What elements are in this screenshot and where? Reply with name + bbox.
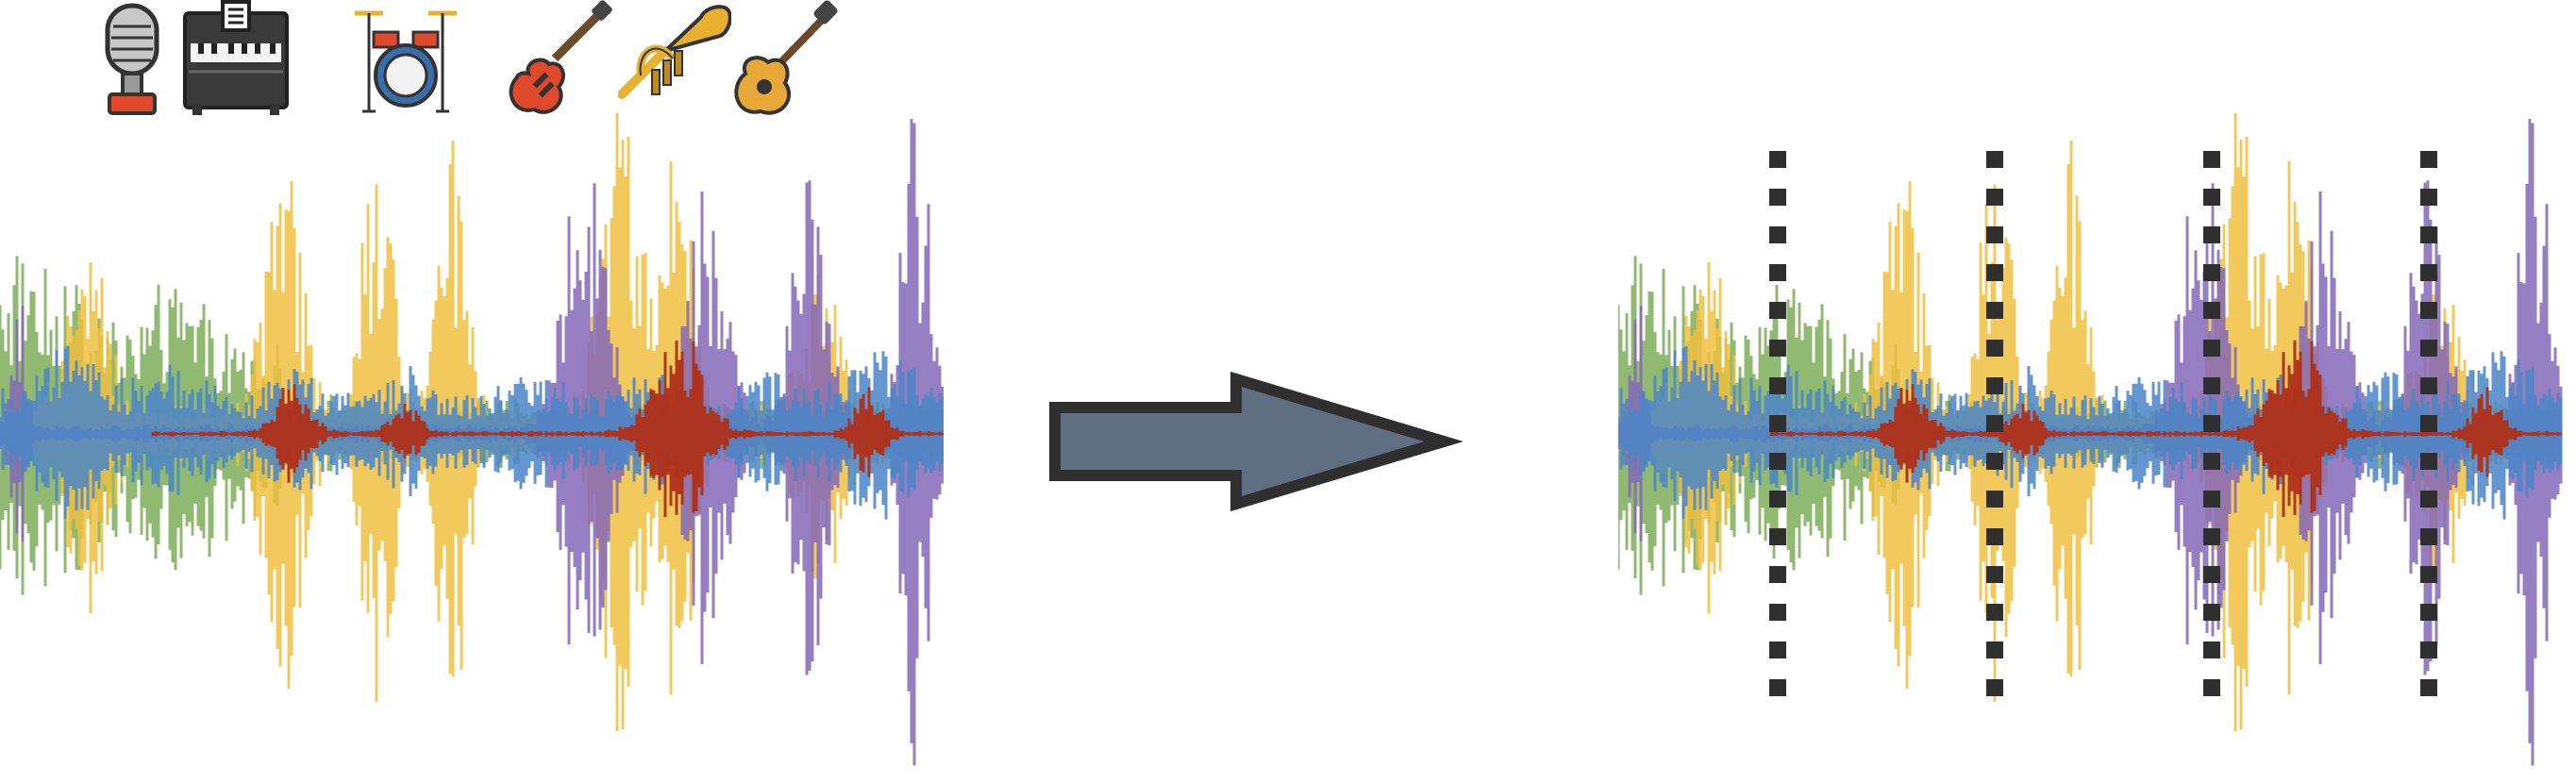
boundary-dash	[2420, 566, 2437, 583]
boundary-dash	[2203, 415, 2220, 432]
segmented-electric-guitar-waveform	[1769, 340, 2563, 517]
boundary-dash	[2203, 377, 2220, 394]
boundary-dash	[1769, 679, 1786, 696]
boundary-dash	[2203, 491, 2220, 508]
boundary-dash	[1986, 641, 2003, 658]
boundary-dash	[1769, 641, 1786, 658]
boundary-dash	[1769, 226, 1786, 243]
segmented-audio-waveform	[1618, 113, 2563, 766]
boundary-dash	[1769, 415, 1786, 432]
boundary-dash	[2203, 302, 2220, 319]
right-arrow-icon	[1049, 371, 1464, 512]
boundary-dash	[1986, 340, 2003, 357]
boundary-dash	[2420, 641, 2437, 658]
boundary-dash	[2420, 151, 2437, 168]
boundary-dash	[1986, 528, 2003, 545]
boundary-dash	[1986, 679, 2003, 696]
boundary-dash	[1986, 415, 2003, 432]
boundary-dash	[1986, 226, 2003, 243]
boundary-dash	[2420, 340, 2437, 357]
boundary-dash	[1769, 264, 1786, 281]
mixed-electric-guitar-track	[151, 340, 944, 517]
boundary-dash	[2203, 604, 2220, 621]
boundary-dash	[1769, 302, 1786, 319]
boundary-dash	[1986, 189, 2003, 206]
boundary-dash	[2203, 151, 2220, 168]
boundary-dash	[1769, 566, 1786, 583]
boundary-dash	[2420, 226, 2437, 243]
boundary-dash	[1769, 189, 1786, 206]
boundary-dash	[2420, 491, 2437, 508]
boundary-dash	[1986, 302, 2003, 319]
boundary-dash	[2420, 604, 2437, 621]
boundary-dash	[2420, 415, 2437, 432]
boundary-dash	[2420, 453, 2437, 470]
boundary-dash	[1986, 453, 2003, 470]
boundary-dash	[2203, 528, 2220, 545]
acoustic-guitar-icon	[727, 0, 840, 118]
boundary-dash	[1769, 151, 1786, 168]
boundary-dash	[2420, 679, 2437, 696]
boundary-dash	[2420, 189, 2437, 206]
boundary-dash	[2203, 189, 2220, 206]
mixed-audio-waveform	[0, 113, 944, 766]
boundary-dash	[1986, 566, 2003, 583]
boundary-dash	[1986, 377, 2003, 394]
boundary-dash	[2203, 641, 2220, 658]
segment-boundary-line	[2420, 151, 2437, 696]
boundary-dash	[1769, 491, 1786, 508]
segment-boundary-line	[2203, 151, 2220, 696]
boundary-dash	[1986, 604, 2003, 621]
drum-kit-icon	[349, 0, 462, 118]
boundary-dash	[2420, 302, 2437, 319]
boundary-dash	[2203, 679, 2220, 696]
boundary-dash	[2420, 377, 2437, 394]
piano-icon	[179, 0, 293, 118]
boundary-dash	[1986, 491, 2003, 508]
segmented-electric-guitar-track	[1769, 340, 2563, 517]
segment-boundary-line	[1986, 151, 2003, 696]
boundary-dash	[1986, 264, 2003, 281]
boundary-dash	[2420, 264, 2437, 281]
boundary-dash	[2203, 264, 2220, 281]
boundary-dash	[2203, 226, 2220, 243]
trumpet-icon	[618, 0, 731, 118]
boundary-dash	[1769, 604, 1786, 621]
boundary-dash	[2203, 453, 2220, 470]
boundary-dash	[1769, 528, 1786, 545]
boundary-dash	[2420, 528, 2437, 545]
boundary-dash	[1986, 151, 2003, 168]
segment-boundaries	[1769, 151, 2437, 696]
electric-guitar-icon	[500, 0, 613, 118]
segment-boundary-line	[1769, 151, 1786, 696]
microphone-icon	[75, 0, 189, 118]
boundary-dash	[2203, 340, 2220, 357]
boundary-dash	[1769, 340, 1786, 357]
boundary-dash	[2203, 566, 2220, 583]
mixed-electric-guitar-waveform	[151, 340, 944, 517]
boundary-dash	[1769, 453, 1786, 470]
boundary-dash	[1769, 377, 1786, 394]
